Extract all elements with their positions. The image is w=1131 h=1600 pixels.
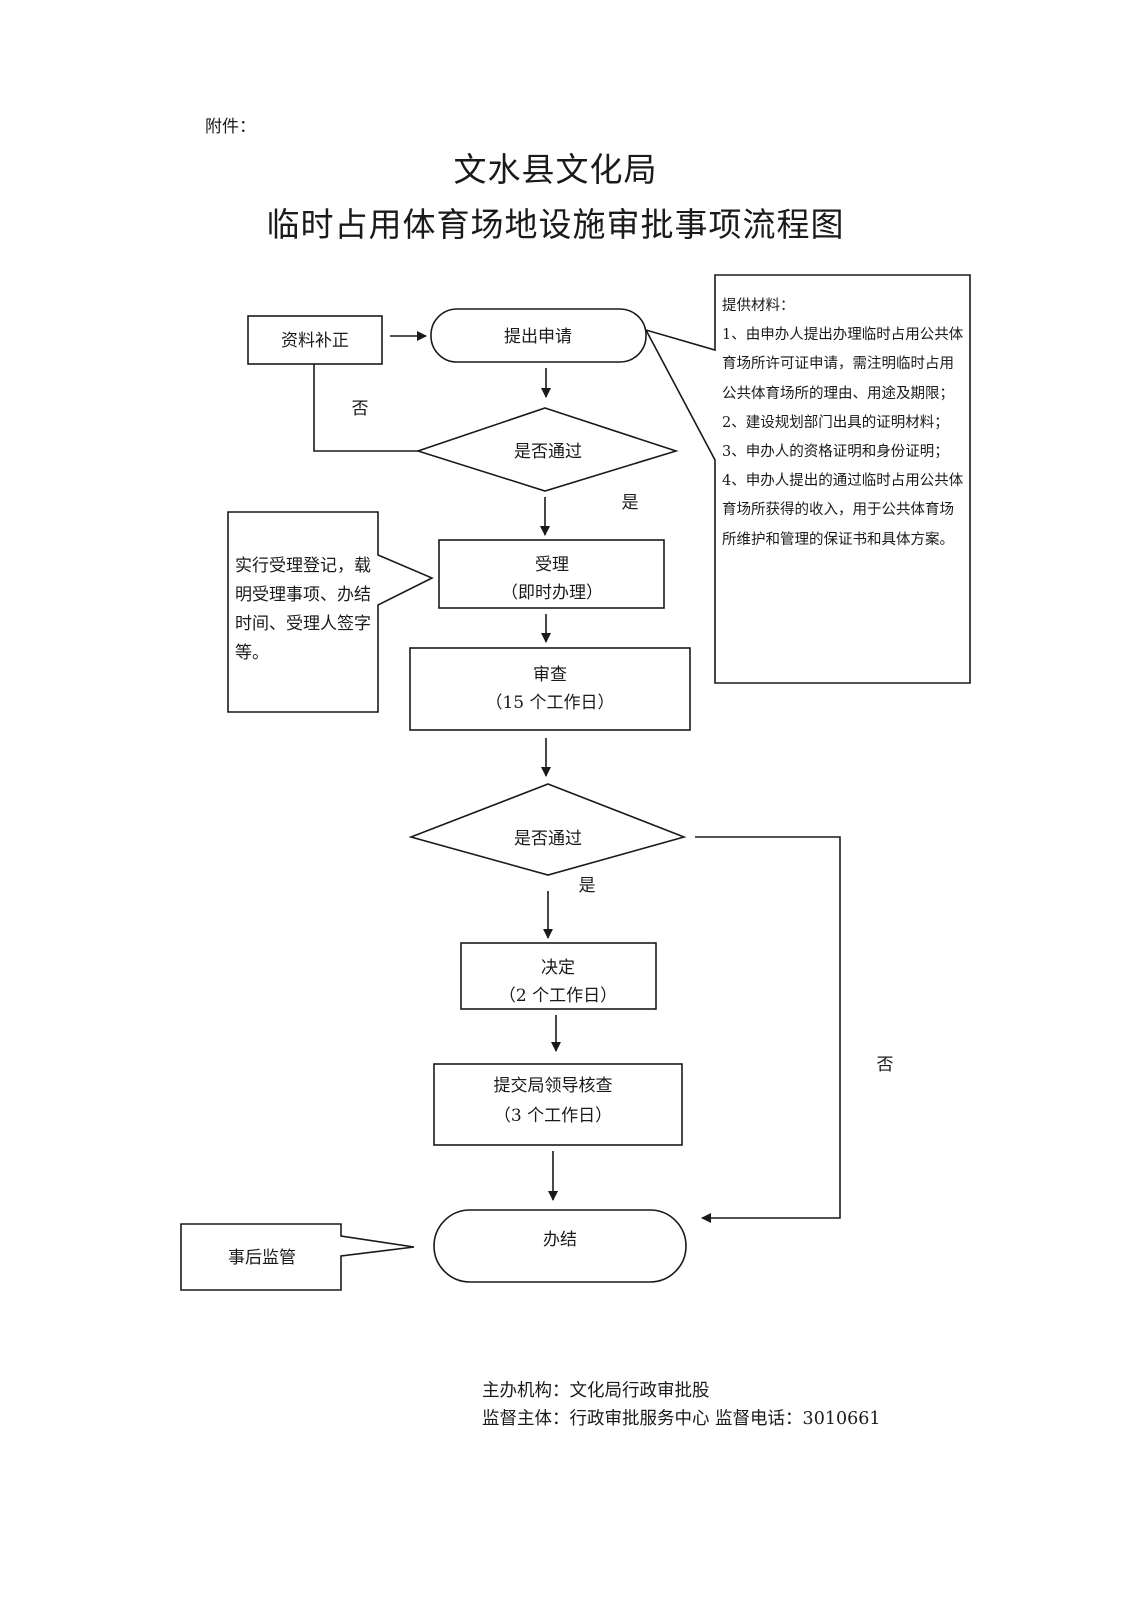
label-post-supervision: 事后监管 — [228, 1248, 296, 1268]
edge-check1-supplement — [313, 364, 418, 452]
label-finish: 办结 — [543, 1230, 577, 1250]
sublabel-accept: （即时办理） — [501, 583, 603, 603]
sublabel-review: （15 个工作日） — [485, 693, 614, 713]
node-review — [409, 647, 691, 731]
label-leader: 提交局领导核查 — [494, 1076, 613, 1096]
callout-post-supervision-frame — [180, 1223, 415, 1291]
node-check2 — [408, 783, 687, 876]
edge-check2-finish — [695, 836, 841, 1223]
node-finish — [433, 1209, 687, 1283]
callout-accept-note-frame — [227, 511, 434, 713]
sublabel-decide: （2 个工作日） — [499, 986, 617, 1006]
label-supplement: 资料补正 — [281, 331, 349, 351]
label-decide: 决定 — [541, 958, 575, 978]
callout-materials-frame — [644, 274, 971, 684]
callout-accept-note: 实行受理登记，载明受理事项、办结时间、受理人签字等。 — [235, 556, 371, 663]
node-check1 — [415, 407, 679, 492]
materials-item-2: 2、建设规划部门出具的证明材料； — [722, 414, 949, 431]
node-leader — [433, 1063, 683, 1146]
materials-item-3: 3、申办人的资格证明和身份证明； — [722, 444, 949, 461]
label-check1-no: 否 — [352, 399, 369, 419]
node-submit — [430, 308, 647, 363]
label-check1-yes: 是 — [622, 493, 639, 513]
label-review: 审查 — [533, 665, 567, 685]
title-agency: 文水县文化局 — [453, 150, 658, 189]
label-accept: 受理 — [535, 555, 569, 575]
node-decide — [460, 942, 657, 1010]
node-accept — [438, 539, 665, 609]
label-check2-no: 否 — [877, 1055, 894, 1075]
sublabel-leader: （3 个工作日） — [494, 1106, 612, 1126]
materials-item-4: 4、申办人提出的通过临时占用公共体育场所获得的收入，用于公共体育场所维护和管理的… — [722, 473, 964, 548]
label-check2: 是否通过 — [514, 829, 582, 849]
materials-item-1: 1、由申办人提出办理临时占用公共体育场所许可证申请，需注明临时占用公共体育场所的… — [722, 327, 964, 402]
attachment-label: 附件： — [205, 117, 256, 137]
label-check2-yes: 是 — [579, 876, 596, 896]
title-flowchart: 临时占用体育场地设施审批事项流程图 — [266, 205, 845, 244]
materials-heading: 提供材料： — [722, 298, 795, 314]
callout-materials: 提供材料： 1、由申办人提出办理临时占用公共体育场所许可证申请，需注明临时占用公… — [722, 292, 966, 555]
label-check1: 是否通过 — [514, 442, 582, 462]
footer-supervisor: 监督主体：行政审批服务中心 监督电话：3010661 — [482, 1409, 881, 1429]
node-supplement — [247, 315, 383, 365]
footer-organizer: 主办机构：文化局行政审批股 — [482, 1381, 710, 1401]
label-submit: 提出申请 — [504, 327, 572, 347]
